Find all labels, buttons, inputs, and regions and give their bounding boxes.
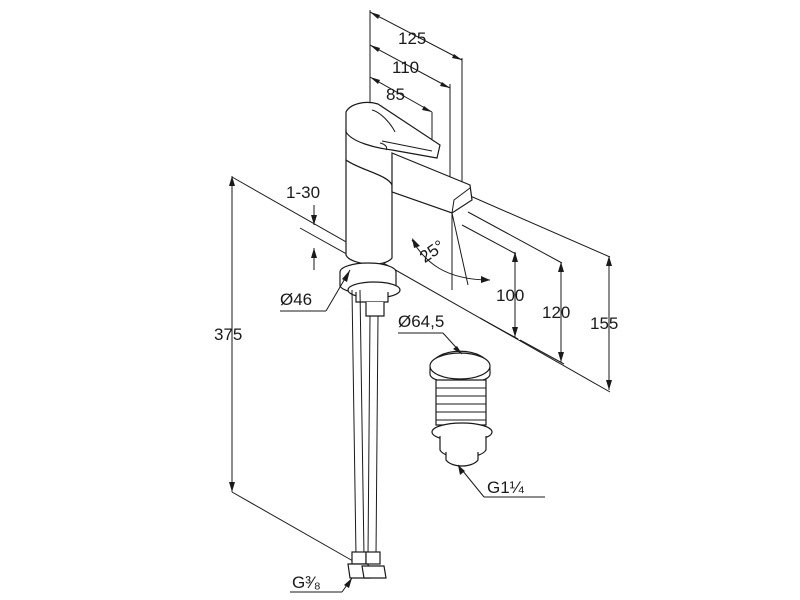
spout-angle-indicator: 25° bbox=[411, 212, 491, 290]
dim-1-30-label: 1-30 bbox=[286, 183, 320, 202]
faucet-body bbox=[339, 101, 473, 317]
dim-dia64-5-label: Ø64,5 bbox=[398, 312, 444, 331]
diameter-46-callout: Ø46 bbox=[280, 269, 351, 312]
dim-120-label: 120 bbox=[542, 303, 570, 322]
dim-375-label: 375 bbox=[214, 325, 242, 344]
dim-110-label: 110 bbox=[392, 58, 419, 77]
dim-85-label: 85 bbox=[386, 85, 405, 104]
dim-dia46-label: Ø46 bbox=[280, 290, 312, 309]
dim-155-label: 155 bbox=[590, 314, 618, 333]
total-length-dimension: 375 bbox=[214, 176, 361, 566]
height-dimension-group: 100 120 155 bbox=[231, 176, 618, 393]
pop-up-waste: Ø64,5 G1¼ bbox=[398, 312, 545, 498]
thread-g38-callout: G³⁄₈ bbox=[290, 573, 353, 593]
supply-hoses bbox=[347, 289, 387, 579]
top-dimension-group: 125 110 85 bbox=[369, 10, 463, 205]
dim-line-125 bbox=[369, 11, 463, 61]
thread-g38-label: G³⁄₈ bbox=[292, 573, 321, 592]
dim-line-110 bbox=[369, 44, 451, 89]
dim-line-85 bbox=[369, 76, 433, 113]
dim-125-label: 125 bbox=[398, 29, 426, 48]
deck-thickness-dimension: 1-30 bbox=[286, 183, 353, 270]
angle-25-label: 25° bbox=[416, 236, 448, 266]
thread-g114-label: G1¼ bbox=[487, 478, 525, 497]
dim-100-label: 100 bbox=[496, 286, 524, 305]
